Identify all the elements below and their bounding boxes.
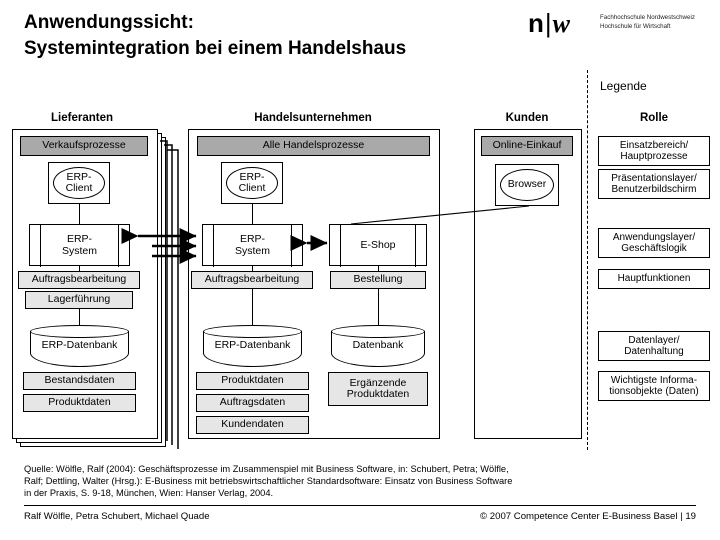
trading-function-to-db-line	[252, 289, 253, 327]
trading-erp-client-label: ERP- Client	[226, 167, 278, 199]
trading-erp-system: ERP- System	[202, 223, 303, 267]
source-line-1: Quelle: Wölfle, Ralf (2004): Geschäftspr…	[24, 464, 509, 474]
legend-item-datenlayer: Datenlayer/Datenhaltung	[598, 331, 710, 361]
trading-data-eshop-line-1: Ergänzende	[349, 376, 407, 389]
legend-item-praesentationslayer: Präsentationslayer/Benutzerbildschirm	[598, 169, 710, 199]
customers-browser-client: Browser	[495, 164, 559, 206]
column-header-customers: Kunden	[505, 112, 549, 124]
suppliers-function-auftragsbearbeitung: Auftragsbearbeitung	[18, 271, 140, 289]
source-line-3: in der Praxis, S. 9-18, München, Wien: H…	[24, 488, 274, 499]
title-line-1: Anwendungssicht:	[24, 12, 194, 33]
trading-eshop-system: E-Shop	[329, 223, 427, 267]
suppliers-erp-system: ERP- System	[29, 223, 130, 267]
column-header-trading-company: Handelsunternehmen	[254, 112, 372, 124]
fhnw-logo: n|w Fachhochschule Nordwestschweiz Hochs…	[528, 8, 708, 42]
suppliers-system-to-function-line	[79, 266, 80, 272]
trading-erp-system-line-2: System	[234, 245, 270, 257]
legend-divider	[587, 70, 588, 450]
logo-mark: n|w	[528, 8, 570, 39]
trading-erp-client-line-1: ERP-	[239, 170, 265, 183]
suppliers-process-header: Verkaufsprozesse	[20, 136, 148, 156]
footer-divider	[24, 505, 696, 506]
title-line-2: Systemintegration bei einem Handelshaus	[24, 37, 407, 59]
legend-item-einsatzbereich: Einsatzbereich/Hauptprozesse	[598, 136, 710, 166]
suppliers-erp-system-line-1: ERP-	[66, 233, 93, 245]
trading-eshop-database: Datenbank	[331, 325, 425, 367]
trading-db-top	[203, 325, 302, 338]
column-header-role: Rolle	[639, 112, 669, 124]
legend-label: Legende	[600, 79, 647, 93]
suppliers-erp-client: ERP- Client	[48, 162, 110, 204]
logo-text-line-2: Hochschule für Wirtschaft	[600, 23, 671, 30]
suppliers-erp-system-line-2: System	[61, 245, 97, 257]
column-header-suppliers: Lieferanten	[51, 112, 113, 124]
footer-copyright: © 2007 Competence Center E-Business Base…	[480, 511, 696, 522]
trading-process-header: Alle Handelsprozesse	[197, 136, 430, 156]
trading-data-kundendaten: Kundendaten	[196, 416, 309, 434]
trading-erp-system-line-1: ERP-	[239, 233, 266, 245]
trading-eshop-function-to-db-line	[378, 289, 379, 327]
suppliers-erp-client-line-2: Client	[65, 182, 93, 194]
source-citation: Quelle: Wölfle, Ralf (2004): Geschäftspr…	[24, 463, 696, 500]
customers-process-header: Online-Einkauf	[481, 136, 573, 156]
trading-erp-database-label: ERP-Datenbank	[214, 339, 291, 351]
trading-client-to-system-line	[252, 203, 253, 227]
suppliers-erp-database-label: ERP-Datenbank	[41, 339, 118, 351]
trading-eshop-label: E-Shop	[360, 239, 396, 251]
legend-item-informationsobjekte: Wichtigste Informa-tionsobjekte (Daten)	[598, 371, 710, 401]
suppliers-db-top	[30, 325, 129, 338]
suppliers-erp-database: ERP-Datenbank	[30, 325, 129, 367]
trading-function-auftragsbearbeitung: Auftragsbearbeitung	[191, 271, 313, 289]
legend-item-anwendungslayer: Anwendungslayer/Geschäftslogik	[598, 228, 710, 258]
logo-bar: |	[544, 8, 552, 38]
footer-authors: Ralf Wölfle, Petra Schubert, Michael Qua…	[24, 511, 210, 522]
suppliers-erp-client-line-1: ERP-	[66, 170, 92, 183]
suppliers-function-to-db-line	[79, 309, 80, 327]
logo-text: Fachhochschule Nordwestschweiz Hochschul…	[600, 13, 695, 31]
source-line-2: Ralf; Dettling, Walter (Hrsg.): E-Busine…	[24, 476, 513, 487]
trading-erp-client-line-2: Client	[238, 182, 266, 194]
page-title: Anwendungssicht: Systemintegration bei e…	[24, 10, 544, 61]
logo-text-line-1: Fachhochschule Nordwestschweiz	[600, 14, 695, 21]
suppliers-function-lagerfuehrung: Lagerführung	[25, 291, 133, 309]
suppliers-data-bestandsdaten: Bestandsdaten	[23, 372, 136, 390]
trading-function-bestellung: Bestellung	[330, 271, 426, 289]
suppliers-data-produktdaten: Produktdaten	[23, 394, 136, 412]
suppliers-client-to-system-line	[79, 203, 80, 227]
trading-eshop-database-label: Datenbank	[352, 339, 404, 351]
trading-data-eshop-line-2: Produktdaten	[346, 388, 410, 400]
logo-w: w	[552, 9, 570, 38]
trading-data-produktdaten: Produktdaten	[196, 372, 309, 390]
trading-erp-database: ERP-Datenbank	[203, 325, 302, 367]
legend-item-hauptfunktionen: Hauptfunktionen	[598, 269, 710, 289]
trading-eshop-db-top	[331, 325, 425, 338]
suppliers-erp-client-label: ERP- Client	[53, 167, 105, 199]
trading-system-to-function-line	[252, 266, 253, 272]
logo-n: n	[528, 8, 544, 38]
trading-data-auftragsdaten: Auftragsdaten	[196, 394, 309, 412]
customers-browser-label: Browser	[500, 169, 554, 201]
trading-eshop-to-function-line	[378, 266, 379, 272]
trading-data-ergaenzende-produktdaten: Ergänzende Produktdaten	[328, 372, 428, 406]
trading-erp-client: ERP- Client	[221, 162, 283, 204]
